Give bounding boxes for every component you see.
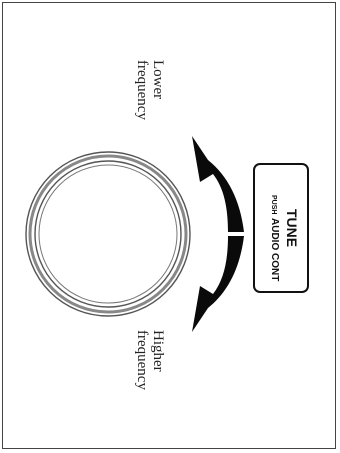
higher-label-line2: frequency	[134, 330, 150, 390]
lower-label-line2: frequency	[134, 60, 150, 120]
tune-audio-label: AUDIO CONT	[269, 218, 280, 281]
arrow-lower-frequency-icon	[192, 136, 244, 232]
tune-push-label: PUSH	[270, 195, 277, 214]
tune-badge: TUNE PUSH AUDIO CONT	[253, 163, 309, 293]
diagram-frame	[2, 2, 336, 449]
lower-label-line1: Lower	[150, 60, 166, 99]
arrow-higher-frequency-icon	[192, 236, 244, 332]
higher-label-line1: Higher	[150, 330, 166, 372]
tune-title: TUNE	[284, 209, 300, 247]
lower-frequency-label: Lower frequency	[134, 60, 166, 120]
tuning-knob	[25, 151, 191, 317]
higher-frequency-label: Higher frequency	[134, 330, 166, 390]
